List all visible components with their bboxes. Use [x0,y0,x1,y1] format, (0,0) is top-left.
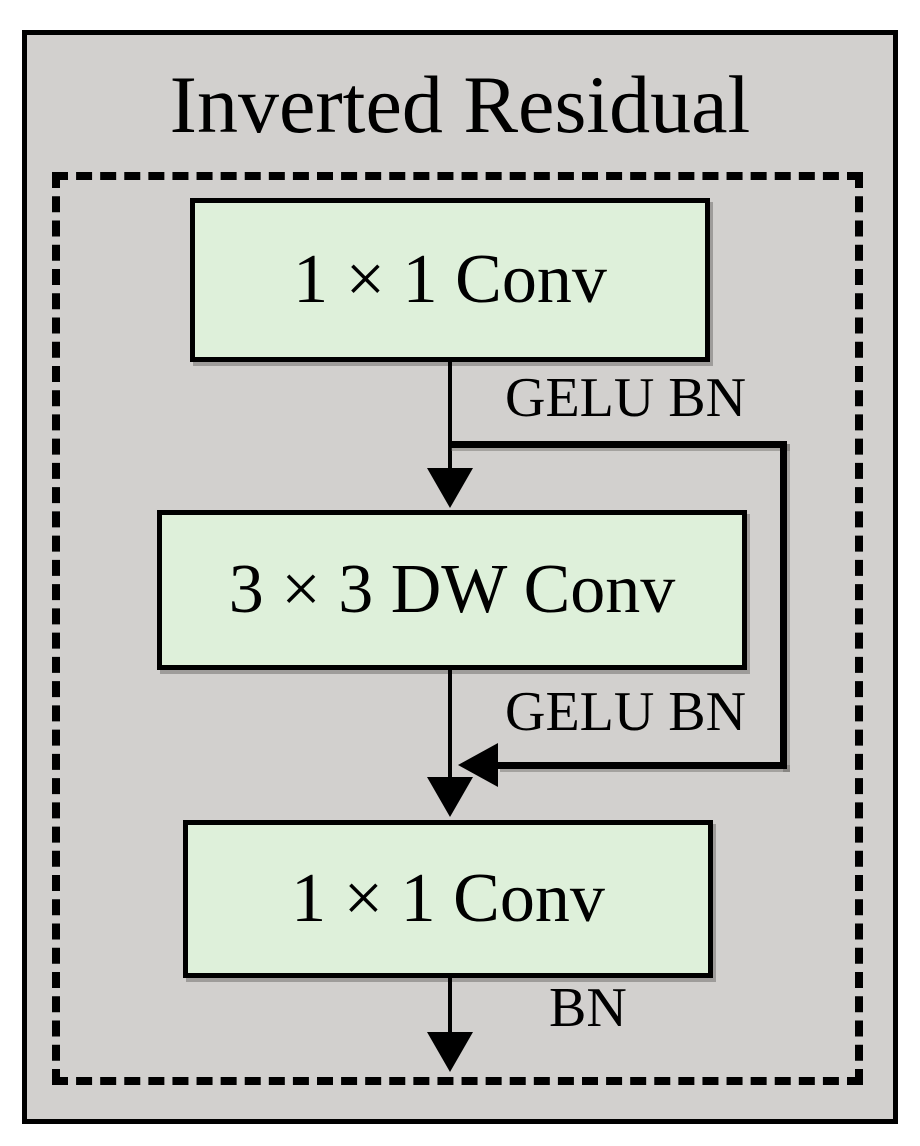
connector-line-2 [448,668,452,780]
arrow-down-icon-1 [427,468,473,508]
conv1x1-project-label: 1 × 1 Conv [291,860,605,937]
skip-vertical-line [780,441,787,769]
residual-block-boundary [52,172,863,1085]
conv1x1-expand-label: 1 × 1 Conv [293,241,607,318]
connector-line-1 [448,360,452,472]
conv1x1-project-block: 1 × 1 Conv [183,820,713,978]
output-connector-line [448,976,452,1036]
gelu-bn-label-1: GELU BN [505,367,747,429]
bn-label: BN [549,977,627,1039]
dwconv3x3-block: 3 × 3 DW Conv [157,510,747,670]
arrow-down-icon-2 [427,777,473,817]
gelu-bn-label-2: GELU BN [505,681,747,743]
arrow-down-icon-3 [427,1032,473,1072]
diagram-title: Inverted Residual [169,59,751,150]
conv1x1-expand-block: 1 × 1 Conv [190,198,710,362]
skip-branch-top-line [448,441,787,448]
skip-return-line [497,762,787,769]
dwconv3x3-label: 3 × 3 DW Conv [228,551,676,628]
